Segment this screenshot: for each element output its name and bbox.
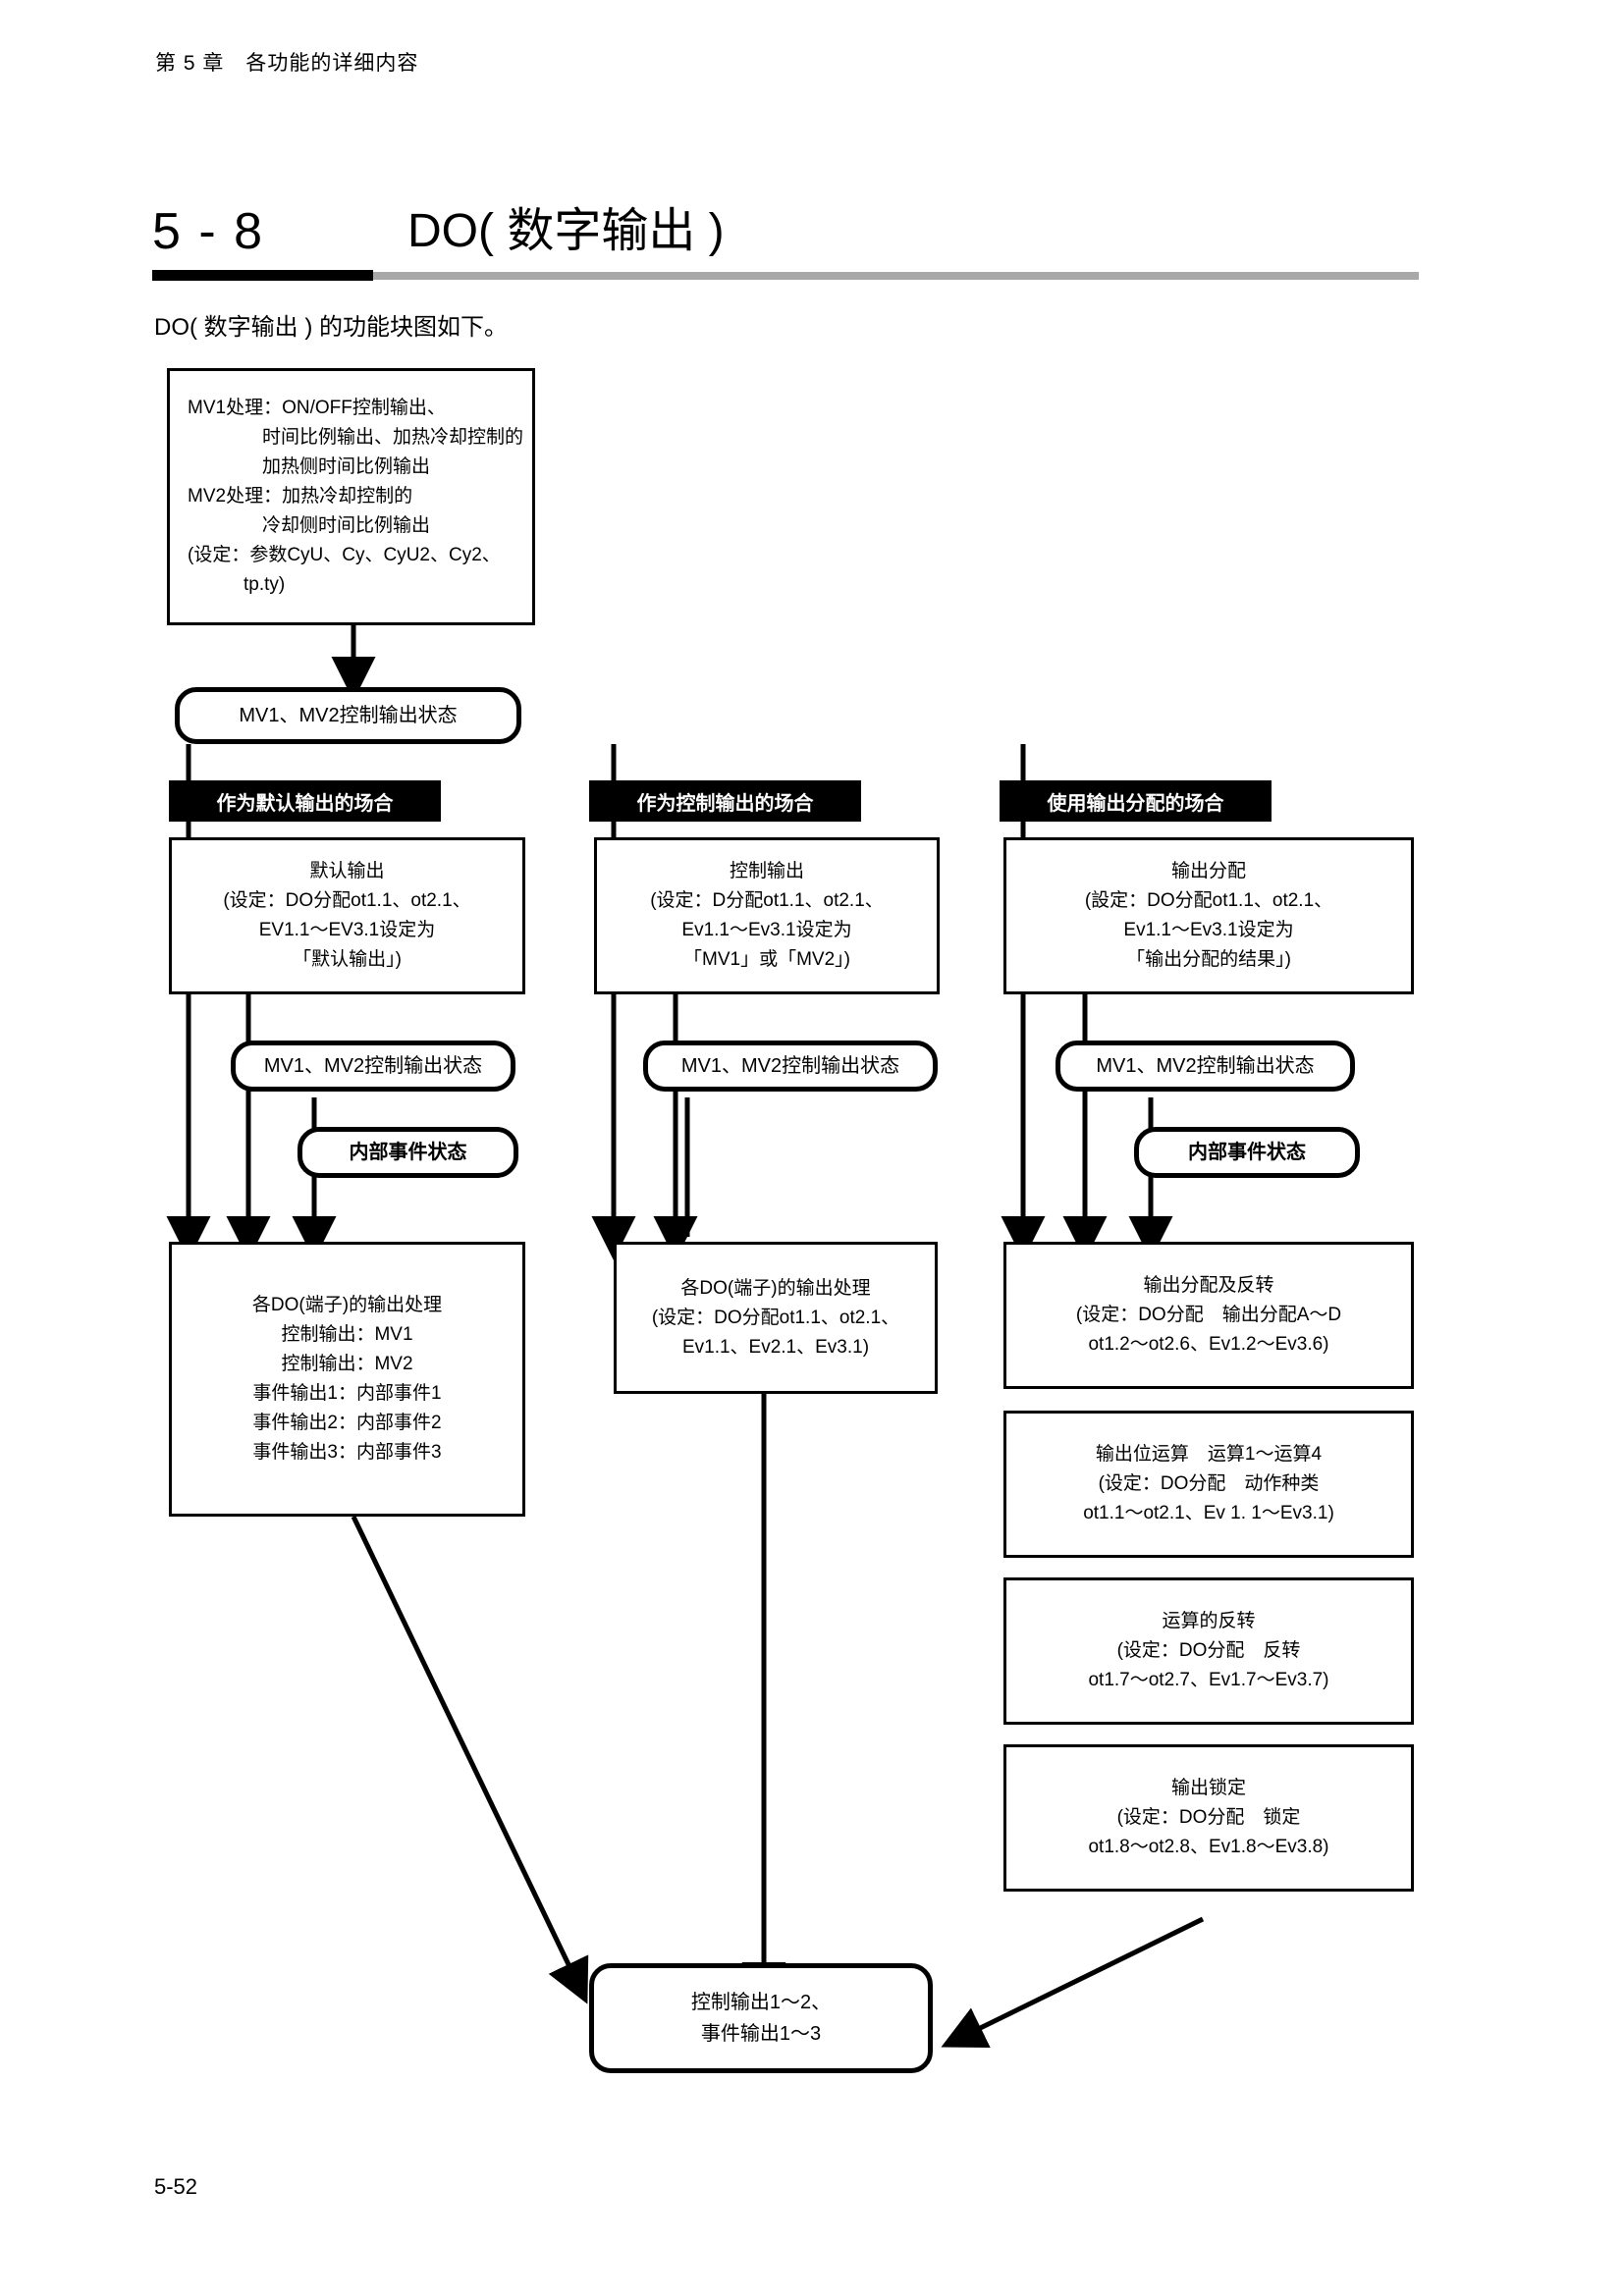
tab-label: 作为控制输出的场合 [636,792,814,815]
mv-processing-line: 加热侧时间比例输出 [188,456,431,477]
page-folio: 5-52 [154,2174,198,2199]
state-label: MV1、MV2控制输出状态 [1096,1055,1315,1077]
intro-text: DO( 数字输出 ) 的功能块图如下。 [154,314,508,341]
process-line: (设定：DO分配ot1.1、ot2.1、 [651,1307,900,1328]
col1-internal-event-state-box: 内部事件状态 [298,1127,518,1178]
stage-line: 输出锁定 [1170,1778,1246,1798]
stage-line: ot1.2～ot2.6、Ev1.2～Ev3.6) [1088,1334,1329,1355]
stage-line: 输出位运算 运算1～运算4 [1095,1444,1323,1465]
operation-invert-box: 运算的反转 (设定：DO分配 反转 ot1.7～ot2.7、Ev1.7～Ev3.… [1003,1577,1414,1725]
tab-label: 作为默认输出的场合 [216,792,394,815]
process-line: 控制输出：MV1 [281,1324,413,1345]
mv-control-output-state-box-top: MV1、MV2控制输出状态 [175,687,521,744]
mv-state-label: MV1、MV2控制输出状态 [239,705,458,726]
process-line: 控制输出：MV2 [281,1354,413,1374]
stage-line: ot1.8～ot2.8、Ev1.8～Ev3.8) [1088,1837,1329,1857]
config-line: 「输出分配的结果」) [1126,949,1291,970]
output-allocation-and-invert-box: 输出分配及反转 (设定：DO分配 输出分配A～D ot1.2～ot2.6、Ev1… [1003,1242,1414,1389]
col3-mv-control-output-state-box: MV1、MV2控制输出状态 [1056,1041,1355,1092]
config-line: (设定：D分配ot1.1、ot2.1、 [650,890,884,911]
config-line: 输出分配 [1170,861,1246,881]
process-line: 事件输出1：内部事件1 [252,1383,442,1404]
process-line: 事件输出2：内部事件2 [252,1413,442,1433]
control-output-config-box: 控制输出 (设定：D分配ot1.1、ot2.1、 Ev1.1～Ev3.1设定为 … [594,837,940,994]
col3-internal-event-state-box: 内部事件状态 [1134,1127,1360,1178]
final-line: 控制输出1～2、 [690,1992,832,2013]
event-label: 内部事件状态 [1188,1142,1306,1163]
stage-line: 输出分配及反转 [1143,1275,1274,1296]
output-bit-operation-box: 输出位运算 运算1～运算4 (设定：DO分配 动作种类 ot1.1～ot2.1、… [1003,1411,1414,1558]
event-label: 内部事件状态 [349,1142,467,1163]
config-line: Ev1.1～Ev3.1设定为 [681,920,852,940]
stage-line: 运算的反转 [1162,1611,1256,1631]
col2-mv-control-output-state-box: MV1、MV2控制输出状态 [643,1041,938,1092]
config-line: 「MV1」或「MV2」) [683,949,850,970]
title-rule-gray [373,272,1419,280]
mv-processing-line: MV2处理：加热冷却控制的 [188,486,413,507]
process-line: Ev1.1、Ev2.1、Ev3.1) [681,1336,870,1358]
stage-line: (设定：DO分配 输出分配A～D [1075,1305,1342,1325]
default-output-config-box: 默认输出 (设定：DO分配ot1.1、ot2.1、 EV1.1～EV3.1设定为… [169,837,525,994]
config-line: 默认输出 [309,861,385,881]
mv-processing-line: (设定：参数CyU、Cy、CyU2、Cy2、 [188,545,501,565]
stage-line: (设定：DO分配 反转 [1116,1640,1301,1661]
tab-control-output-case: 作为控制输出的场合 [589,780,861,822]
stage-line: (设定：DO分配 锁定 [1116,1807,1301,1828]
final-output-box: 控制输出1～2、 事件输出1～3 [589,1963,933,2073]
process-line: 事件输出3：内部事件3 [252,1442,442,1463]
running-head: 第 5 章 各功能的详细内容 [155,52,419,75]
mv-processing-line: tp.ty) [188,574,286,595]
page-title: DO( 数字输出 ) [407,205,725,257]
state-label: MV1、MV2控制输出状态 [263,1055,483,1077]
tab-label: 使用输出分配的场合 [1047,792,1224,815]
final-line: 事件输出1～3 [700,2023,822,2045]
config-line: (設定：DO分配ot1.1、ot2.1、 [1084,890,1333,911]
process-line: 各DO(端子)的输出处理 [680,1277,871,1299]
col1-mv-control-output-state-box: MV1、MV2控制输出状态 [231,1041,515,1092]
output-latch-box: 输出锁定 (设定：DO分配 锁定 ot1.8～ot2.8、Ev1.8～Ev3.8… [1003,1744,1414,1892]
process-line: 各DO(端子)的输出处理 [251,1295,443,1315]
mv-processing-line: 冷却侧时间比例输出 [188,515,431,536]
col2-do-output-processing-box: 各DO(端子)的输出处理 (设定：DO分配ot1.1、ot2.1、 Ev1.1、… [614,1242,938,1394]
stage-line: ot1.7～ot2.7、Ev1.7～Ev3.7) [1088,1670,1329,1690]
state-label: MV1、MV2控制输出状态 [680,1055,900,1077]
config-line: 「默认输出」) [293,949,402,970]
tab-default-output-case: 作为默认输出的场合 [169,780,441,822]
stage-line: ot1.1～ot2.1、Ev 1. 1～Ev3.1) [1083,1503,1334,1523]
mv-processing-line: MV1处理：ON/OFF控制输出、 [188,398,446,418]
config-line: (设定：DO分配ot1.1、ot2.1、 [223,890,471,911]
output-allocation-config-box: 输出分配 (設定：DO分配ot1.1、ot2.1、 Ev1.1～Ev3.1设定为… [1003,837,1414,994]
col1-do-output-processing-box: 各DO(端子)的输出处理 控制输出：MV1 控制输出：MV2 事件输出1：内部事… [169,1242,525,1517]
mv-processing-line: 时间比例输出、加热冷却控制的 [188,427,524,448]
title-rule-black [152,270,373,281]
section-number: 5 - 8 [152,203,265,260]
config-line: EV1.1～EV3.1设定为 [258,920,436,940]
config-line: 控制输出 [729,861,804,881]
mv-processing-box: MV1处理：ON/OFF控制输出、 时间比例输出、加热冷却控制的 加热侧时间比例… [167,368,535,625]
config-line: Ev1.1～Ev3.1设定为 [1123,920,1294,940]
tab-output-allocation-case: 使用输出分配的场合 [1000,780,1272,822]
stage-line: (设定：DO分配 动作种类 [1098,1473,1320,1494]
